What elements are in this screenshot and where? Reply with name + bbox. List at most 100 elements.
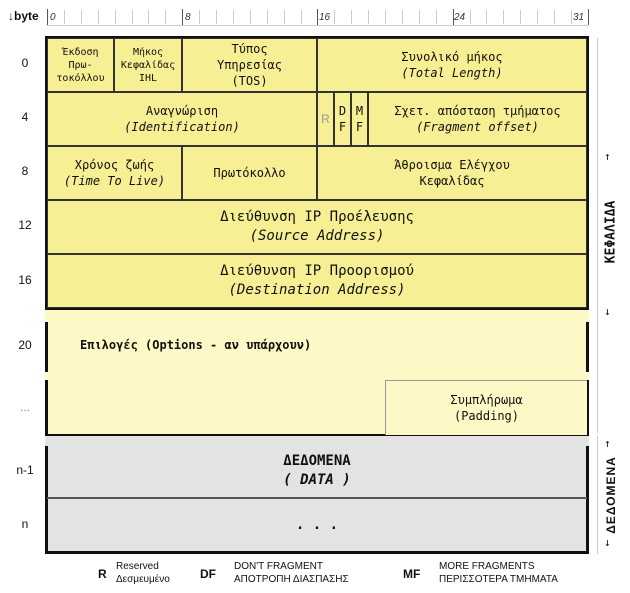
arrow-down-icon: ↓ bbox=[604, 536, 611, 549]
ruler-tick bbox=[418, 10, 420, 24]
text: Πρωτόκολλο bbox=[213, 166, 286, 180]
text: Πρω- bbox=[68, 59, 93, 71]
data-bracket-line bbox=[597, 436, 598, 554]
text: Έκδοση bbox=[62, 46, 99, 58]
ruler-tick bbox=[587, 9, 589, 25]
ruler-tick bbox=[249, 10, 251, 24]
text: Υπηρεσίας bbox=[216, 58, 283, 72]
text: R bbox=[321, 112, 330, 126]
options-left-border bbox=[45, 322, 48, 372]
field-padding: Συμπλήρωμα (Padding) bbox=[385, 380, 587, 435]
ruler-tick bbox=[199, 10, 201, 24]
field-reserved-flag: R bbox=[317, 92, 334, 146]
legend-key-mf: MF bbox=[403, 567, 421, 581]
row-label: 16 bbox=[18, 273, 32, 287]
header-bracket-line bbox=[597, 38, 598, 433]
ruler-tick bbox=[300, 10, 302, 24]
options-right-border bbox=[586, 380, 589, 436]
ruler-tick bbox=[385, 10, 386, 24]
text: Συμπλήρωμα bbox=[450, 393, 523, 407]
ruler-tick bbox=[570, 10, 572, 24]
text: Διεύθυνση IP Προορισμού bbox=[220, 263, 414, 279]
field-data-more: . . . bbox=[47, 500, 587, 550]
ruler-tick bbox=[114, 10, 116, 24]
text: (Fragment offset) bbox=[416, 120, 539, 134]
text: F bbox=[338, 120, 347, 134]
text: Κεφαλίδας bbox=[120, 59, 176, 71]
ruler-tick bbox=[334, 10, 336, 24]
field-identification: Αναγνώριση (Identification) bbox=[47, 92, 317, 146]
text: Τύπος bbox=[231, 42, 268, 56]
text: τοκόλλου bbox=[56, 72, 105, 84]
legend-key-r: R bbox=[98, 567, 107, 581]
text: . . . bbox=[295, 516, 339, 533]
ruler-tick bbox=[63, 10, 65, 24]
field-options: Επιλογές (Options - αν υπάρχουν) bbox=[80, 338, 312, 352]
row-label: 20 bbox=[18, 338, 32, 352]
options-right-border bbox=[586, 322, 589, 372]
ruler-tick bbox=[47, 9, 48, 25]
ruler-tick bbox=[317, 9, 319, 25]
row-label: 12 bbox=[18, 218, 32, 232]
field-ttl: Χρόνος ζωής(Time To Live) bbox=[47, 146, 182, 200]
ruler-tick bbox=[554, 10, 555, 24]
ruler-tick bbox=[401, 10, 403, 24]
tick-16: 16 bbox=[319, 12, 331, 23]
ruler-tick bbox=[283, 10, 285, 24]
ruler-tick bbox=[435, 10, 437, 24]
ruler-tick bbox=[503, 10, 505, 24]
ruler-unit-label: ↓byte bbox=[8, 9, 39, 23]
text: Άθροισμα Ελέγχου bbox=[394, 158, 510, 172]
ruler-tick bbox=[520, 10, 522, 24]
options-left-border bbox=[45, 380, 48, 436]
ruler-tick bbox=[232, 10, 234, 24]
text: (Identification) bbox=[124, 120, 240, 134]
text: Κεφαλίδας bbox=[419, 174, 485, 188]
ruler-tick bbox=[80, 10, 82, 24]
ruler-tick bbox=[469, 10, 471, 24]
ruler-tick bbox=[165, 10, 167, 24]
ruler-tick bbox=[351, 10, 353, 24]
ruler-tick bbox=[131, 10, 133, 24]
arrow-up-icon: ↑ bbox=[604, 437, 611, 450]
header-bracket-label: ΚΕΦΑΛΙΔΑ bbox=[603, 200, 619, 264]
arrow-up-icon: ↑ bbox=[604, 150, 611, 163]
text: (Padding) bbox=[453, 409, 520, 423]
row-label: n bbox=[21, 517, 29, 531]
tick-24: 24 bbox=[454, 12, 466, 23]
arrow-down-icon: ↓ bbox=[604, 305, 611, 318]
text: Διεύθυνση IP Προέλευσης bbox=[220, 209, 414, 225]
field-data: ΔΕΔΟΜΕΝΑ( DATA ) bbox=[47, 446, 587, 496]
field-fragment-offset: Σχετ. απόσταση τμήματος (Fragment offset) bbox=[368, 92, 587, 146]
data-area bbox=[45, 436, 589, 554]
ruler-tick bbox=[452, 9, 454, 25]
text: Σχετ. απόσταση τμήματος bbox=[394, 104, 561, 118]
ruler-tick bbox=[182, 9, 184, 25]
tick-0: 0 bbox=[50, 12, 56, 23]
text: (Source Address) bbox=[249, 228, 385, 244]
data-bracket-label: ΔΕΔΟΜΕΝΑ bbox=[604, 456, 618, 534]
text: (Total Length) bbox=[401, 66, 503, 80]
row-label: n-1 bbox=[16, 463, 34, 477]
text: (Destination Address) bbox=[228, 282, 406, 298]
text: ΠΕΡΙΣΣΟΤΕΡΑ ΤΜΗΜΑΤΑ bbox=[439, 574, 558, 585]
text: Αναγνώριση bbox=[145, 104, 219, 118]
row-label: 4 bbox=[21, 110, 29, 124]
row-label: ... bbox=[19, 400, 30, 414]
tick-31: 31 bbox=[573, 12, 585, 23]
text: Δεσμευμένο bbox=[116, 574, 170, 585]
ruler-tick bbox=[486, 10, 488, 24]
text: Συνολικό μήκος bbox=[401, 50, 503, 64]
text: D bbox=[338, 104, 347, 118]
row-label: 0 bbox=[21, 56, 29, 70]
text: IHL bbox=[138, 72, 158, 84]
field-source-address: Διεύθυνση IP Προέλευσης (Source Address) bbox=[47, 200, 587, 254]
text: ( DATA ) bbox=[283, 472, 351, 488]
ruler-tick bbox=[266, 10, 268, 24]
tick-8: 8 bbox=[185, 12, 191, 23]
legend-key-df: DF bbox=[200, 567, 216, 581]
